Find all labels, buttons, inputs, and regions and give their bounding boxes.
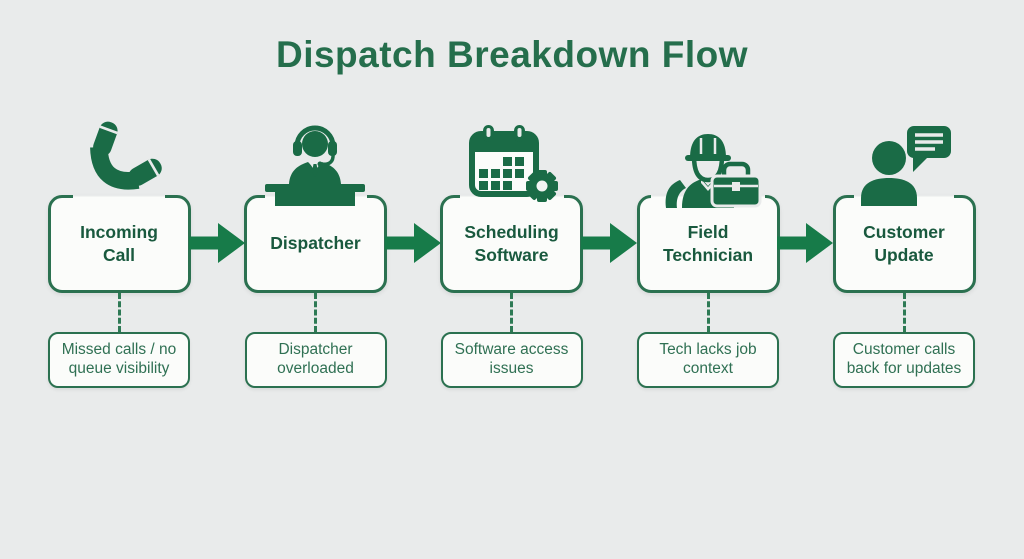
chat-bubble-icon bbox=[907, 126, 951, 172]
flow-arrow-icon bbox=[777, 223, 833, 263]
issue-text: Missed calls / no queue visibility bbox=[61, 341, 177, 377]
issue-box-customer-callback: Customer calls back for updates bbox=[833, 332, 975, 388]
toolbox-icon bbox=[710, 161, 762, 208]
issue-box-missed-calls: Missed calls / no queue visibility bbox=[48, 332, 190, 388]
dashed-connector bbox=[706, 293, 710, 332]
step-box-scheduling-software: Scheduling Software bbox=[440, 195, 583, 293]
step-box-customer-update: Customer Update bbox=[832, 195, 976, 293]
dashed-connector bbox=[510, 293, 513, 332]
step-label: Dispatcher bbox=[270, 233, 361, 254]
step-label: Incoming Call bbox=[80, 221, 158, 265]
issue-box-software-access: Software access issues bbox=[440, 332, 583, 388]
issue-text: Tech lacks job context bbox=[659, 341, 757, 377]
technician-hardhat-icon bbox=[665, 134, 762, 208]
step-label: Field Technician bbox=[662, 221, 754, 265]
issue-box-tech-context: Tech lacks job context bbox=[637, 332, 779, 388]
flow-arrow-icon bbox=[385, 223, 441, 263]
page-title: Dispatch Breakdown Flow bbox=[275, 34, 748, 75]
issue-box-dispatcher-overloaded: Dispatcher overloaded bbox=[244, 332, 387, 388]
issue-text: Dispatcher overloaded bbox=[277, 341, 354, 377]
flow-arrow-icon bbox=[581, 223, 637, 263]
phone-icon bbox=[90, 121, 162, 190]
step-box-dispatcher: Dispatcher bbox=[244, 195, 387, 293]
gear-icon bbox=[526, 170, 558, 202]
step-label: Customer Update bbox=[863, 221, 945, 265]
person-chat-bubble-icon bbox=[861, 126, 951, 206]
step-box-incoming-call: Incoming Call bbox=[47, 195, 191, 293]
step-box-field-technician: Field Technician bbox=[636, 195, 780, 293]
issue-text: Software access issues bbox=[454, 341, 569, 377]
dashed-connector bbox=[117, 293, 121, 332]
border-gap bbox=[73, 195, 165, 198]
dispatcher-headset-icon bbox=[265, 125, 365, 206]
flow-arrow-icon bbox=[189, 223, 245, 263]
dashed-connector bbox=[902, 293, 906, 332]
calendar-gear-icon bbox=[469, 125, 558, 202]
dashed-connector bbox=[314, 293, 317, 332]
issue-text: Customer calls back for updates bbox=[846, 341, 962, 377]
step-label: Scheduling Software bbox=[464, 221, 559, 265]
